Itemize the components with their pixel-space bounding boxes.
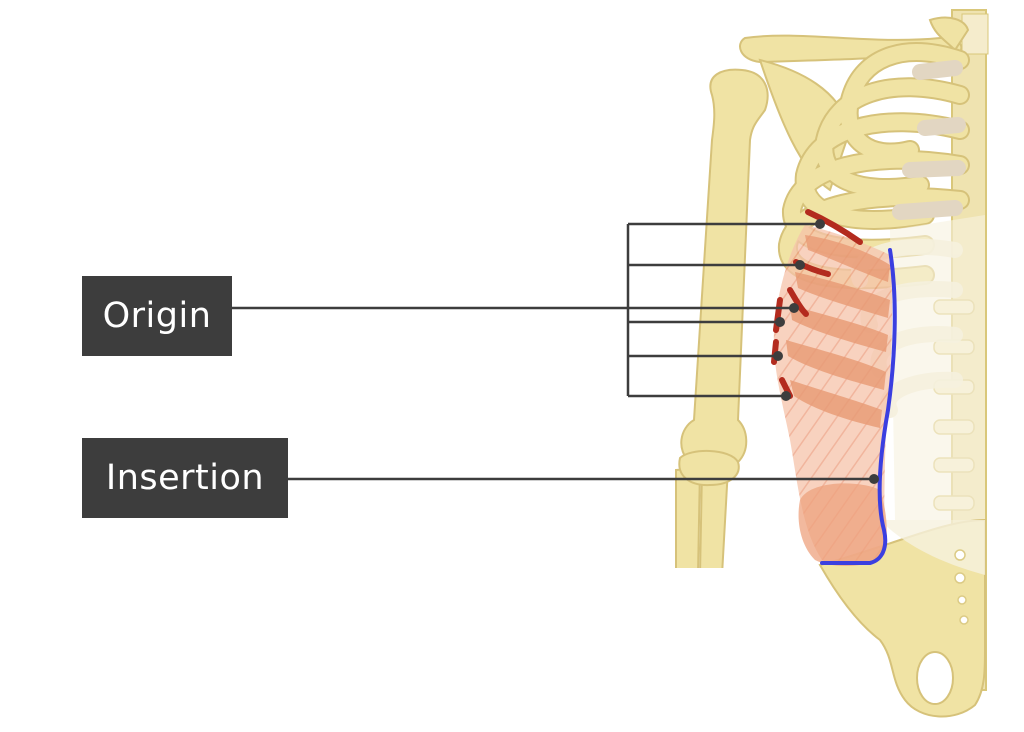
leader-lines: [232, 222, 874, 481]
muscle-lower-part: [798, 483, 887, 566]
pelvis: [818, 518, 986, 718]
leader-endpoints: [773, 219, 879, 484]
origin-point-2: [795, 260, 805, 270]
origin-label-text: Origin: [102, 296, 212, 336]
origin-point-3: [789, 303, 799, 313]
insertion-point: [869, 474, 879, 484]
forearm: [675, 449, 740, 568]
origin-point-6: [781, 391, 791, 401]
origin-point-5: [773, 351, 783, 361]
muscle-digitations: [786, 235, 890, 428]
origin-label: Origin: [82, 276, 232, 356]
insertion-line: [820, 248, 897, 565]
origin-point-1: [815, 219, 825, 229]
insertion-label-text: Insertion: [105, 458, 265, 498]
rib-cage: [777, 42, 970, 290]
thoracic-wall-faded: [890, 215, 985, 520]
insertion-label: Insertion: [82, 438, 288, 518]
origin-point-4: [775, 317, 785, 327]
